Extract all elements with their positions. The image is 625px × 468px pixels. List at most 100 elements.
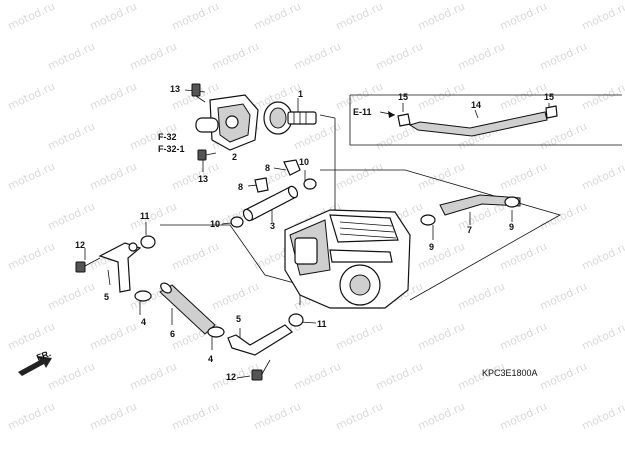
watermark-text: motod.ru	[498, 80, 549, 113]
watermark-text: motod.ru	[538, 40, 589, 73]
watermark-text: motod.ru	[128, 200, 179, 233]
watermark-text: motod.ru	[46, 40, 97, 73]
watermark-text: motod.ru	[170, 400, 221, 433]
label-part-5-left: 5	[104, 292, 109, 302]
watermark-text: motod.ru	[252, 0, 303, 33]
watermark-text: motod.ru	[456, 280, 507, 313]
ref-e11: E-11	[353, 107, 372, 117]
clamp-4-lower	[207, 326, 225, 338]
watermark-text: motod.ru	[88, 160, 139, 193]
watermark-text: motod.ru	[416, 160, 467, 193]
water-pipe-5-left	[98, 242, 142, 293]
watermark-text: motod.ru	[334, 160, 385, 193]
bolt-12-left	[75, 257, 101, 273]
bolt-12-lower	[251, 359, 271, 381]
watermark-text: motod.ru	[416, 240, 467, 273]
watermark-text: motod.ru	[498, 240, 549, 273]
watermark-text: motod.ru	[538, 360, 589, 393]
label-part-3: 3	[270, 221, 275, 231]
watermark-text: motod.ru	[416, 80, 467, 113]
hose-7	[439, 194, 521, 216]
watermark-text: motod.ru	[210, 280, 261, 313]
watermark-text: motod.ru	[6, 80, 57, 113]
label-part-9-right: 9	[509, 222, 514, 232]
ref-f32-1: F-32-1	[158, 144, 185, 154]
o-ring-11-lower	[288, 313, 304, 327]
label-part-4-left: 4	[141, 317, 146, 327]
label-part-9-left: 9	[429, 242, 434, 252]
watermark-text: motod.ru	[580, 80, 625, 113]
watermark-text: motod.ru	[170, 160, 221, 193]
watermark-text: motod.ru	[88, 400, 139, 433]
watermark-text: motod.ru	[292, 360, 343, 393]
label-part-2: 2	[232, 152, 237, 162]
watermark-text: motod.ru	[88, 0, 139, 33]
watermark-text: motod.ru	[498, 320, 549, 353]
watermark-text: motod.ru	[334, 320, 385, 353]
o-ring-10-top	[303, 178, 317, 190]
water-pipe-3	[242, 185, 299, 222]
hose-14	[408, 111, 548, 137]
watermark-text: motod.ru	[334, 400, 385, 433]
watermark-text: motod.ru	[210, 40, 261, 73]
watermark-text: motod.ru	[374, 40, 425, 73]
watermark-text: motod.ru	[580, 160, 625, 193]
watermark-text: motod.ru	[580, 0, 625, 33]
bolt-13-top	[191, 83, 206, 103]
watermark-text: motod.ru	[538, 120, 589, 153]
thermostat-cover	[195, 94, 259, 151]
watermark-text: motod.ru	[46, 200, 97, 233]
watermark-text: motod.ru	[580, 240, 625, 273]
label-part-11-left: 11	[140, 211, 150, 221]
watermark-text: motod.ru	[170, 0, 221, 33]
label-part-15-right: 15	[544, 92, 554, 102]
watermark-text: motod.ru	[46, 280, 97, 313]
clip-15-right	[545, 105, 558, 119]
watermark-text: motod.ru	[580, 400, 625, 433]
watermark-text: motod.ru	[46, 120, 97, 153]
watermark-text: motod.ru	[580, 320, 625, 353]
watermark-text: motod.ru	[498, 400, 549, 433]
label-part-15-left: 15	[398, 92, 408, 102]
watermark-text: motod.ru	[498, 160, 549, 193]
label-part-12-left: 12	[75, 240, 85, 250]
label-part-13-top: 13	[170, 84, 180, 94]
watermark-text: motod.ru	[6, 240, 57, 273]
watermark-text: motod.ru	[292, 40, 343, 73]
bolt-13-bottom	[197, 149, 217, 161]
part-labels: 1 2 3 4 4 5 5 6 7 8 8 9 9 10 10 11 11 12…	[75, 84, 554, 382]
watermark-text: motod.ru	[416, 320, 467, 353]
watermark-text: motod.ru	[416, 0, 467, 33]
watermark-text: motod.ru	[6, 160, 57, 193]
label-part-10-lower: 10	[210, 219, 220, 229]
ref-e11-arrow	[379, 111, 396, 118]
watermark-text: motod.ru	[88, 320, 139, 353]
front-arrow-icon	[18, 356, 52, 376]
watermark-text: motod.ru	[6, 0, 57, 33]
label-part-1: 1	[298, 89, 303, 99]
watermark-text: motod.ru	[6, 400, 57, 433]
water-pipe-5-lower	[227, 324, 293, 356]
o-ring-11-left	[140, 235, 156, 249]
o-ring-10-lower	[230, 216, 244, 228]
watermark-text: motod.ru	[498, 0, 549, 33]
ref-f32: F-32	[158, 132, 177, 142]
watermark-text: motod.ru	[170, 240, 221, 273]
label-part-11-lower: 11	[317, 319, 327, 329]
diagram-code: KPC3E1800A	[482, 368, 538, 378]
hose-6	[159, 282, 216, 335]
clamp-9-right	[504, 196, 520, 208]
label-part-4-lower: 4	[208, 354, 213, 364]
watermark-text: motod.ru	[6, 320, 57, 353]
clamp-9-left	[420, 214, 436, 226]
engine-block	[284, 209, 411, 309]
watermark-text: motod.ru	[46, 360, 97, 393]
label-part-10-top: 10	[299, 157, 309, 167]
label-part-13-bottom: 13	[198, 174, 208, 184]
clamp-4-left	[134, 290, 152, 302]
watermark-text: motod.ru	[538, 200, 589, 233]
label-part-12-lower: 12	[226, 372, 236, 382]
label-part-8-top: 8	[265, 163, 270, 173]
clip-15-left	[397, 113, 411, 127]
